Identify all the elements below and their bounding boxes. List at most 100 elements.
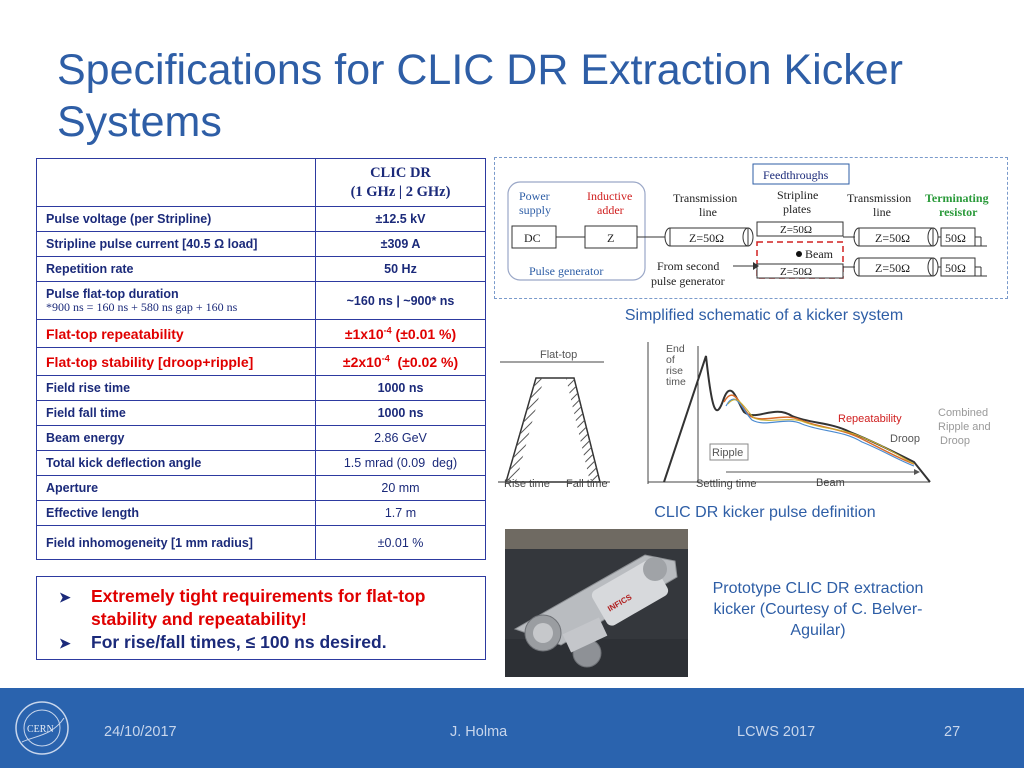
table-header-clic-dr: CLIC DR (1 GHz | 2 GHz) [315,158,486,207]
schematic-drawing: Power supply Inductive adder DC Z Pulse … [507,163,989,288]
pulse-caption: CLIC DR kicker pulse definition [654,504,876,521]
feedthroughs-label: Feedthroughs [763,168,829,182]
row-value: 50 Hz [315,256,486,282]
pulse-generator-label: Pulse generator [529,264,603,278]
kicker-prototype-image: INFICS [505,529,688,677]
row-value: 2.86 GeV [315,425,486,451]
transmission-line-label: Transmission [673,191,737,205]
end-rise-label-3: rise [666,365,683,377]
row-sublabel: *900 ns = 160 ns + 580 ns gap + 160 ns [46,300,238,314]
table-row: Repetition rate 50 Hz [36,256,486,282]
terminating-label-2: resistor [939,205,978,219]
specifications-table: CLIC DR (1 GHz | 2 GHz) Pulse voltage (p… [36,158,486,560]
end-rise-label-4: time [666,376,686,388]
row-label: Field inhomogeneity [1 mm radius] [36,525,316,560]
combined-label-2: Ripple and [938,421,991,433]
row-value: 1000 ns [315,400,486,426]
row-value: ~160 ns | ~900* ns [315,281,486,320]
row-value: 1.7 m [315,500,486,526]
row-label: Field rise time [36,375,316,401]
arrow-bullet-icon: ➤ [59,635,71,651]
power-supply-label: Power [519,189,550,203]
z50-tl2-lower-label: Z=50Ω [875,261,910,275]
row-label: Flat-top repeatability [36,319,316,348]
footer-page-number: 27 [944,724,961,740]
inductive-adder-label-2: adder [597,203,624,217]
repeatability-label: Repeatability [838,413,902,425]
schematic-caption: Simplified schematic of a kicker system [624,307,904,324]
table-header-empty [36,158,316,207]
row-label: Pulse voltage (per Stripline) [36,206,316,232]
table-row: Field fall time 1000 ns [36,400,486,426]
r50-lower-label: 50Ω [945,261,966,275]
transmission-line-2-label-2: line [873,205,891,219]
z50-label: Z=50Ω [689,231,724,245]
footer-author: J. Holma [450,724,508,740]
footer-date: 24/10/2017 [104,724,177,740]
beam-duration-label: Beam [816,477,845,489]
kicker-prototype-photo: INFICS [505,529,688,677]
row-value: 1000 ns [315,375,486,401]
z50-upper-label: Z=50Ω [780,224,812,236]
cern-logo-icon: CERN [15,701,69,755]
pulse-drawing: Flat-top Rise time Fall time End of rise… [498,342,991,490]
transmission-line-2-label: Transmission [847,191,911,205]
table-row: Aperture 20 mm [36,475,486,501]
z-label: Z [607,231,614,245]
r50-label: 50Ω [945,231,966,245]
table-row: Field inhomogeneity [1 mm radius] ±0.01 … [36,525,486,560]
row-label: Effective length [36,500,316,526]
slide-title: Specifications for CLIC DR Extraction Ki… [57,46,903,146]
row-label: Aperture [36,475,316,501]
requirements-box: ➤ Extremely tight requirements for flat-… [36,576,486,660]
row-value: ±2x10-4 (±0.02 %) [315,347,486,376]
row-label: Total kick deflection angle [36,450,316,476]
arrow-bullet-icon: ➤ [59,589,71,605]
z50-lower-label: Z=50Ω [780,266,812,278]
table-row-highlight: Flat-top repeatability ±1x10-4 (±0.01 %) [36,319,486,348]
table-row: Beam energy 2.86 GeV [36,425,486,451]
row-value: ±0.01 % [315,525,486,560]
power-supply-label-2: supply [519,203,551,217]
from-second-label-2: pulse generator [651,274,725,288]
row-value: 1.5 mrad (0.09 deg) [315,450,486,476]
droop-label: Droop [890,433,920,445]
table-header-row: CLIC DR (1 GHz | 2 GHz) [36,158,486,207]
beam-label: Beam [805,247,834,261]
table-row: Pulse voltage (per Stripline) ±12.5 kV [36,206,486,232]
bullet-item: ➤ For rise/fall times, ≤ 100 ns desired. [59,631,477,655]
row-value: ±309 A [315,231,486,257]
stripline-label: Stripline [777,188,818,202]
row-label: Stripline pulse current [40.5 Ω load] [36,231,316,257]
photo-caption: Prototype CLIC DR extraction kicker (Cou… [712,580,924,639]
table-row: Stripline pulse current [40.5 Ω load] ±3… [36,231,486,257]
table-row: Effective length 1.7 m [36,500,486,526]
footer-event: LCWS 2017 [737,724,816,740]
rise-time-label: Rise time [504,478,550,490]
kicker-schematic: Power supply Inductive adder DC Z Pulse … [494,157,1008,299]
flat-top-label: Flat-top [540,349,577,361]
row-label: Flat-top stability [droop+ripple] [36,347,316,376]
inductive-adder-label: Inductive [587,189,632,203]
cern-logo-text: CERN [27,724,54,735]
dc-label: DC [524,231,541,245]
pulse-generator-box [507,181,646,281]
row-value: ±12.5 kV [315,206,486,232]
transmission-line-label-2: line [699,205,717,219]
end-rise-label: End [666,343,685,355]
row-label: Beam energy [36,425,316,451]
bullet-item: ➤ Extremely tight requirements for flat-… [59,586,426,629]
ripple-label: Ripple [712,447,743,459]
row-value: ±1x10-4 (±0.01 %) [315,319,486,348]
end-rise-label-2: of [666,354,675,366]
row-label: Field fall time [36,400,316,426]
row-value: 20 mm [315,475,486,501]
row-label: Pulse flat-top duration *900 ns = 160 ns… [36,281,316,320]
table-row-highlight: Flat-top stability [droop+ripple] ±2x10-… [36,347,486,376]
terminating-label: Terminating [925,191,989,205]
z50-tl2-label: Z=50Ω [875,231,910,245]
stripline-label-2: plates [783,202,811,216]
pulse-definition-diagram: Flat-top Rise time Fall time End of rise… [494,332,1006,502]
row-label: Repetition rate [36,256,316,282]
settling-time-label: Settling time [696,478,757,490]
